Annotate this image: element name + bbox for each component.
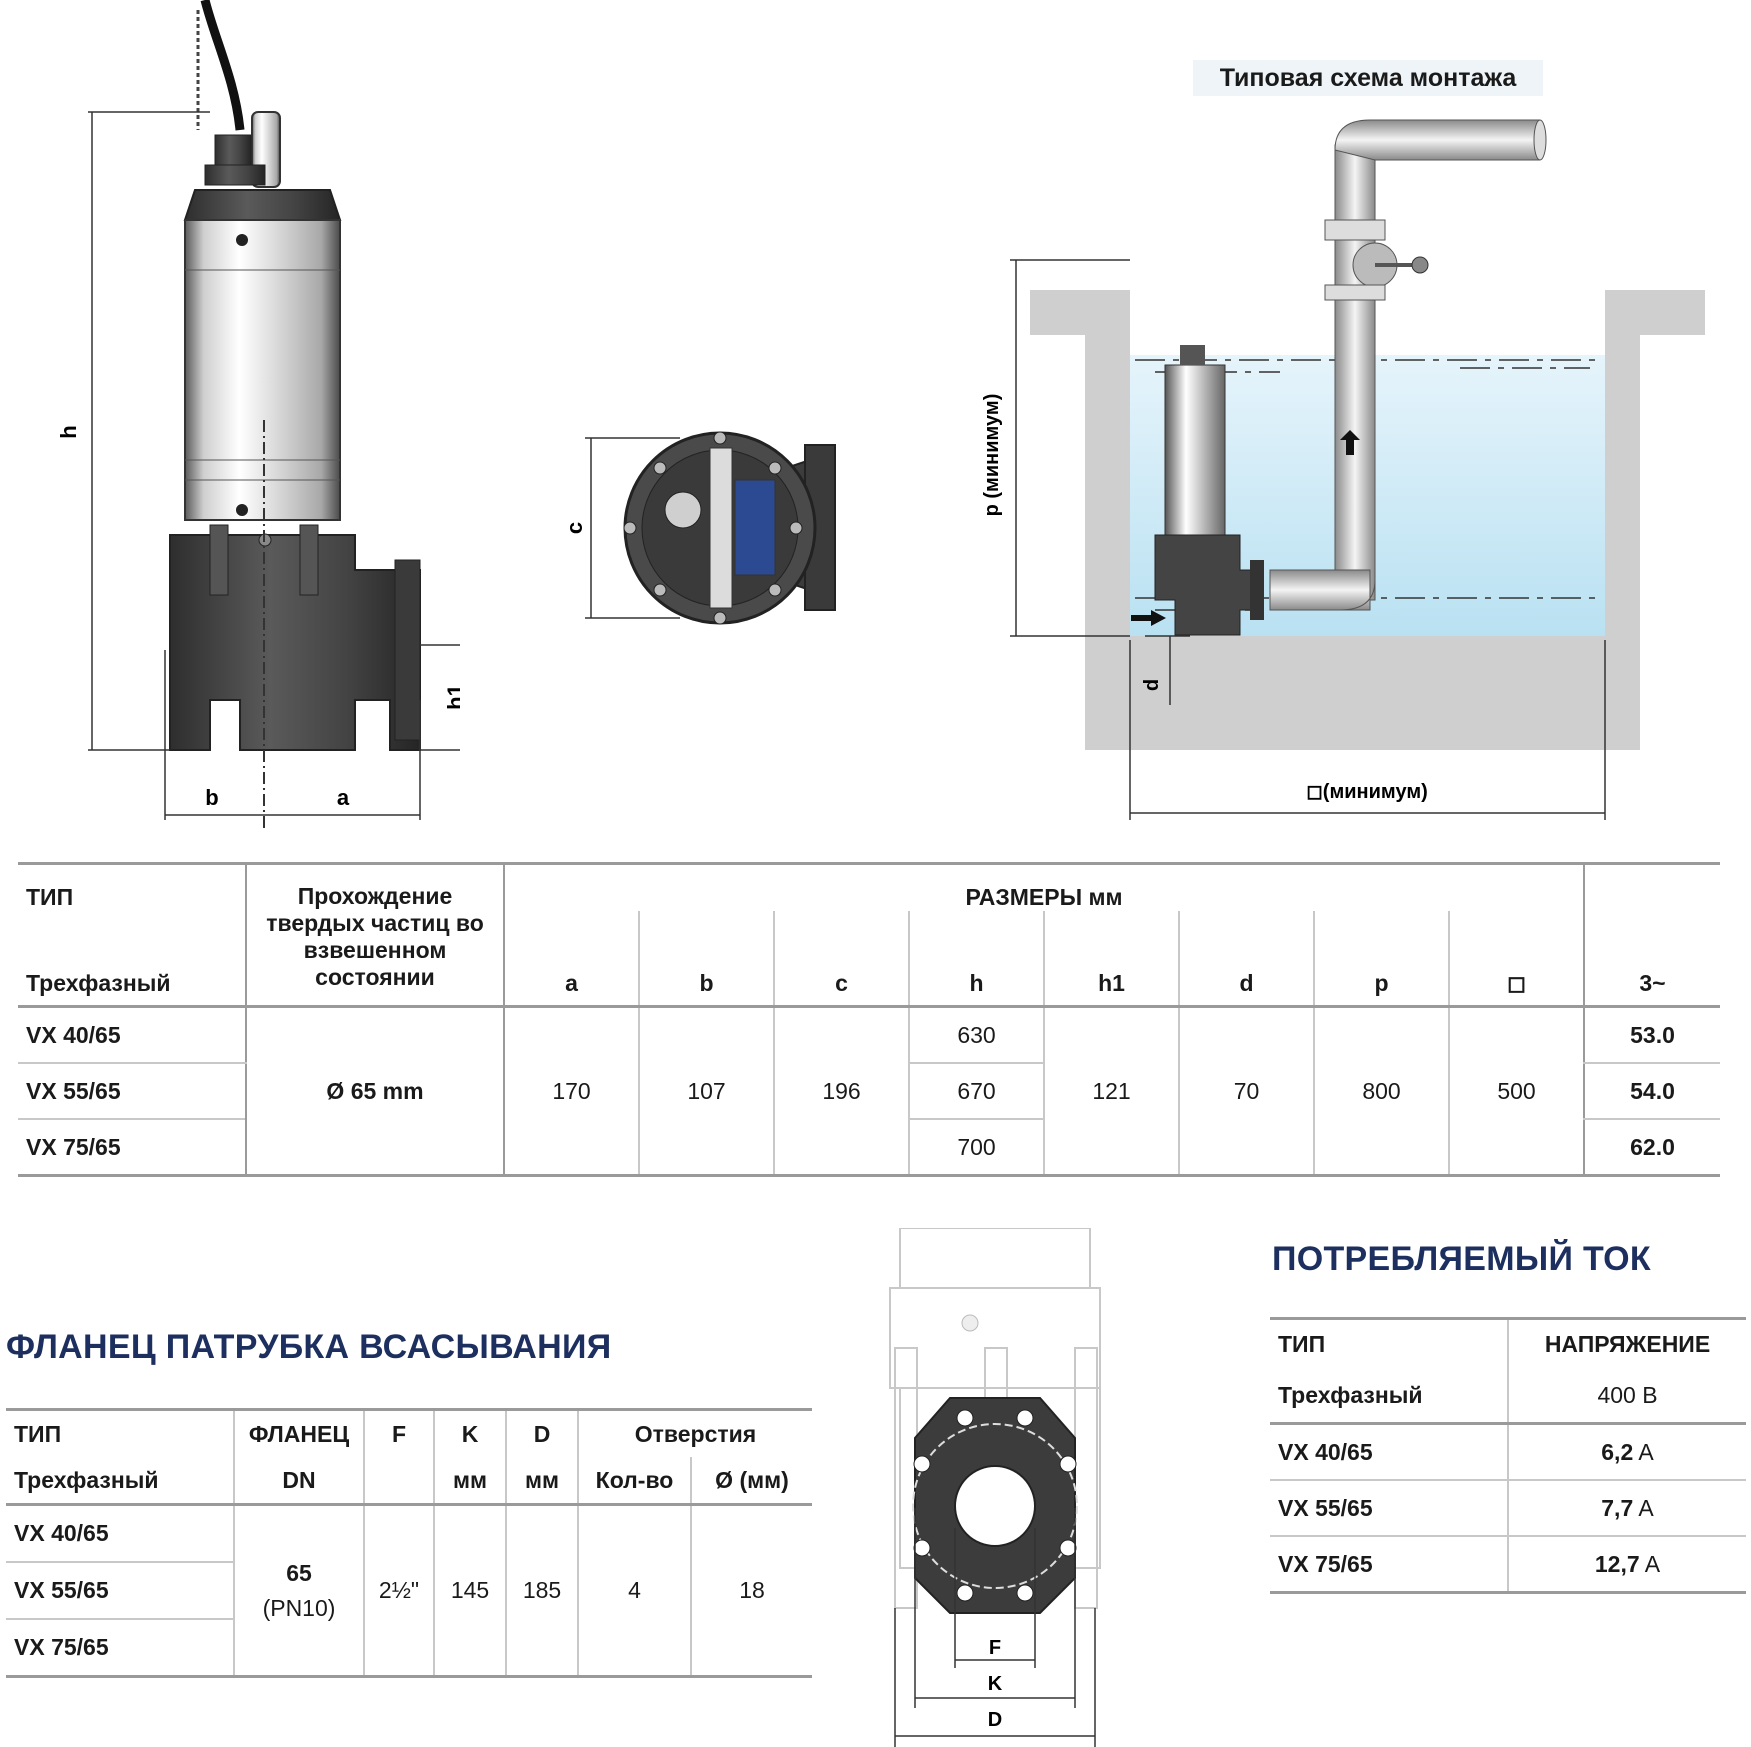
header-type-sub: Трехфазный [6,1457,234,1506]
header-dimensions: РАЗМЕРЫ мм [503,862,1584,911]
dim-label-k: K [988,1673,1003,1695]
flange-table: ТИП ФЛАНЕЦ F K D Отверстия Трехфазный DN… [6,1408,812,1678]
cell-holes-count: 4 [577,1504,691,1678]
current-title: ПОТРЕБЛЯЕМЫЙ ТОК [1272,1240,1651,1278]
header-solids: Прохождение твердых частиц во взвешенном… [245,862,504,1007]
dim-label-f: F [989,1637,1001,1659]
dim-label-c: c [562,522,587,534]
header-type: ТИП [18,862,246,911]
cell-d: 185 [505,1504,578,1678]
header-dn: DN [233,1457,364,1506]
cell-holes-dia: 18 [690,1504,812,1678]
header-d: d [1178,911,1314,1007]
cell-d: 70 [1178,1005,1314,1177]
current-unit: A [1644,1550,1661,1577]
header-k: K [433,1408,506,1457]
header-weight: 3~ [1583,911,1720,1007]
dim-label-D: D [988,1709,1002,1731]
row-type: VX 40/65 [18,1005,246,1064]
dim-label-d: d [1141,679,1163,691]
pump-top-view: c [562,431,836,625]
header-holes: Отверстия [577,1408,812,1457]
header-type-sub: Трехфазный [1270,1368,1508,1425]
header-k-unit: мм [433,1457,506,1506]
header-b: b [638,911,774,1007]
header-type: ТИП [1270,1317,1508,1368]
flange-drawing: F K D [889,1228,1101,1747]
header-holes-count: Кол-во [577,1457,691,1506]
pump-side-view: h h1 b a [56,0,460,830]
header-f: F [363,1408,434,1457]
cell-h1: 121 [1043,1005,1179,1177]
installation-scheme: р (минимум) d ◻(минимум) [981,119,1705,820]
cell-square: 500 [1448,1005,1584,1177]
header-a: a [503,911,639,1007]
dim-label-h1: h1 [443,684,460,710]
row-type: VX 55/65 [1270,1480,1508,1537]
cell-current: 7,7 A [1507,1480,1746,1537]
cell-f: 2½" [363,1504,434,1678]
cell-c: 196 [773,1005,909,1177]
cell-h: 670 [908,1063,1044,1120]
dim-label-square: ◻(минимум) [1306,781,1428,803]
row-type: VX 40/65 [6,1504,234,1563]
dim-label-a: a [337,785,350,810]
scheme-title: Типовая схема монтажа [1193,60,1543,96]
header-type: ТИП [6,1408,234,1457]
header-holes-dia: Ø (мм) [690,1457,812,1506]
cell-dn: 65 (PN10) [233,1504,364,1678]
header-h1: h1 [1043,911,1179,1007]
current-table: ТИП НАПРЯЖЕНИЕ Трехфазный 400 В VX 40/65… [1270,1317,1746,1594]
header-p: p [1313,911,1449,1007]
row-type: VX 55/65 [6,1562,234,1620]
current-value: 7,7 [1601,1494,1634,1521]
header-d: D [505,1408,578,1457]
row-type: VX 75/65 [18,1119,246,1177]
header-voltage: НАПРЯЖЕНИЕ [1507,1317,1746,1368]
flange-title: ФЛАНЕЦ ПАТРУБКА ВСАСЫВАНИЯ [6,1328,612,1366]
cell-h: 700 [908,1119,1044,1177]
dimensions-table: ТИП Прохождение твердых частиц во взвеше… [18,862,1720,1177]
cell-h: 630 [908,1005,1044,1064]
row-type: VX 40/65 [1270,1423,1508,1481]
pn-value: (PN10) [262,1594,336,1621]
cell-k: 145 [433,1504,506,1678]
header-c: c [773,911,909,1007]
header-h: h [908,911,1044,1007]
cell-weight: 62.0 [1583,1119,1720,1177]
cell-weight: 54.0 [1583,1063,1720,1120]
dn-value: 65 [286,1559,312,1586]
cell-p: 800 [1313,1005,1449,1177]
cell-current: 12,7 A [1507,1536,1746,1594]
cell-voltage: 400 В [1507,1368,1746,1425]
header-flange: ФЛАНЕЦ [233,1408,364,1457]
current-unit: A [1638,1494,1654,1521]
header-d-unit: мм [505,1457,578,1506]
row-type: VX 55/65 [18,1063,246,1120]
dim-label-p: р (минимум) [981,394,1003,517]
current-unit: A [1638,1438,1654,1465]
header-type-sub: Трехфазный [26,970,171,996]
row-type: VX 75/65 [6,1619,234,1678]
current-value: 12,7 [1594,1550,1640,1577]
cell-weight: 53.0 [1583,1005,1720,1064]
cell-current: 6,2 A [1507,1423,1746,1481]
current-value: 6,2 [1601,1438,1634,1465]
cell-a: 170 [503,1005,639,1177]
row-type: VX 75/65 [1270,1536,1508,1594]
cell-b: 107 [638,1005,774,1177]
dim-label-h: h [56,425,81,438]
dim-label-b: b [205,785,218,810]
cell-solids: Ø 65 mm [245,1005,504,1177]
header-square: ◻ [1448,911,1584,1007]
